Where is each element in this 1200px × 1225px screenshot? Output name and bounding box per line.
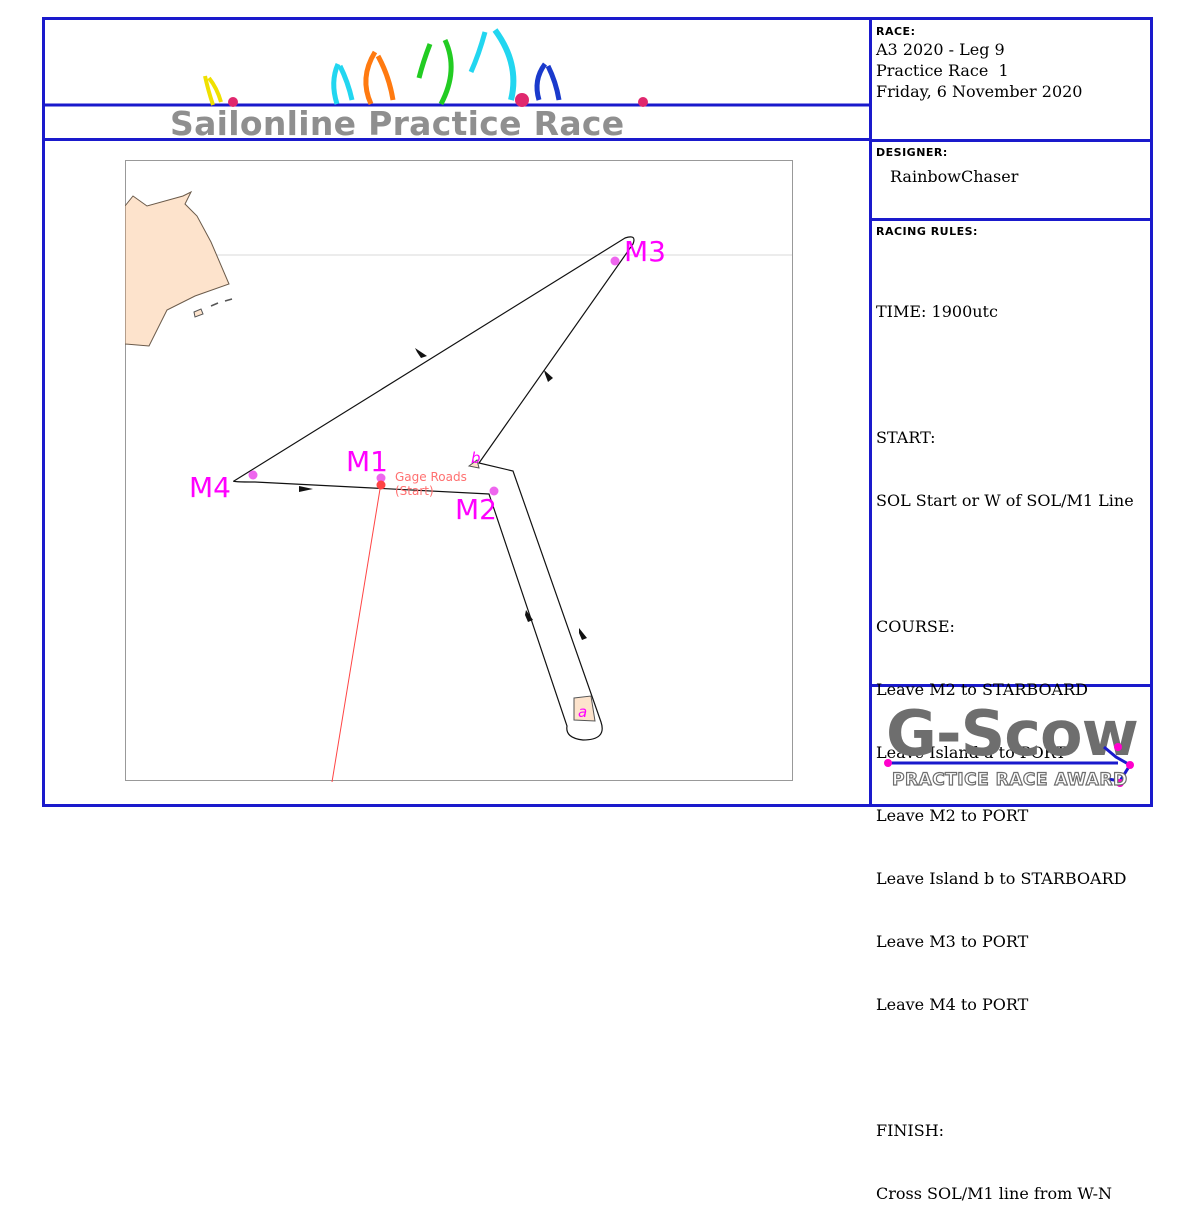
designer-panel-label: DESIGNER: — [876, 146, 948, 159]
race-date: Friday, 6 November 2020 — [876, 82, 1083, 101]
course-map: a b M3 M4 M1 M2 Gage Roads (Start) — [125, 160, 793, 782]
rules-line: Leave M2 to PORT — [876, 806, 1029, 825]
start-line — [331, 482, 382, 782]
mark-m3-label: M3 — [624, 235, 666, 268]
direction-arrow-icon — [415, 348, 427, 358]
rules-line: Leave M2 to STARBOARD — [876, 680, 1088, 699]
sail-orange-2-icon — [375, 54, 396, 101]
race-card-frame — [42, 17, 1153, 807]
rules-panel-divider — [869, 684, 1153, 687]
race-panel-divider — [869, 139, 1153, 142]
designer-panel-divider — [869, 218, 1153, 221]
mark-m3-dot[interactable] — [610, 256, 620, 266]
island-b-label: b — [471, 449, 481, 467]
banner-divider — [42, 138, 871, 141]
buoy-small-icon — [638, 97, 648, 107]
column-divider — [869, 17, 872, 807]
award-mark-3-icon — [1126, 761, 1134, 769]
island-a-label: a — [578, 703, 587, 721]
direction-arrow-2-icon — [544, 370, 553, 382]
islet-3 — [224, 298, 233, 302]
rules-line: Leave Island a to PORT — [876, 743, 1067, 762]
rules-line: SOL Start or W of SOL/M1 Line — [876, 491, 1134, 510]
award-logo: G-Scow PRACTICE RACE AWARD — [884, 697, 1139, 791]
island-a — [573, 695, 596, 722]
sailonline-logo — [45, 28, 869, 107]
sail-blue-icon — [534, 62, 548, 101]
sail-yellow-icon — [203, 75, 215, 106]
map-border — [125, 160, 793, 781]
rules-line: Leave Island b to STARBOARD — [876, 869, 1127, 888]
mark-m2-label: M2 — [455, 493, 497, 526]
sail-cyan-2-icon — [337, 64, 355, 101]
land-mass — [125, 190, 230, 347]
award-title: G-Scow — [886, 697, 1138, 770]
award-subtitle: PRACTICE RACE AWARD — [892, 770, 1128, 790]
start-point-dot[interactable] — [376, 480, 386, 490]
islet-2 — [210, 302, 219, 307]
islet — [193, 308, 204, 318]
sail-green-2-icon — [438, 38, 454, 106]
race-line-2: Practice Race 1 — [876, 61, 1009, 80]
rules-line: Leave M4 to PORT — [876, 995, 1029, 1014]
buoy-large-icon — [515, 93, 529, 107]
award-mark-4-icon — [1116, 779, 1124, 787]
rules-line: START: — [876, 428, 936, 447]
designer-name: RainbowChaser — [890, 167, 1019, 186]
rules-line — [876, 1057, 1134, 1078]
rules-line: Cross SOL/M1 line from W-N — [876, 1184, 1113, 1203]
rules-line — [876, 553, 1134, 574]
direction-arrow-5-icon — [579, 628, 587, 640]
direction-arrow-3-icon — [299, 486, 313, 492]
direction-arrow-4-icon — [525, 610, 533, 622]
sail-blue-2-icon — [545, 64, 562, 101]
mark-m4-label: M4 — [189, 471, 231, 504]
award-mark-2-icon — [1114, 743, 1122, 751]
sail-cyan-icon — [331, 62, 341, 105]
rules-line: TIME: 1900utc — [876, 302, 998, 321]
sail-yellow-2-icon — [207, 76, 223, 103]
mark-m4-dot[interactable] — [248, 470, 258, 480]
rules-line: FINISH: — [876, 1121, 945, 1140]
rules-line: Leave M3 to PORT — [876, 932, 1029, 951]
start-label-line1: Gage Roads — [395, 470, 467, 484]
rules-line: COURSE: — [876, 617, 955, 636]
rules-line — [876, 364, 1134, 385]
buoy-icon — [228, 97, 238, 107]
sail-cyan-3-icon — [468, 31, 488, 74]
island-b — [467, 459, 480, 469]
sail-green-icon — [416, 43, 433, 79]
sail-cyan-4-icon — [492, 28, 517, 101]
mark-m1-dot[interactable] — [376, 473, 386, 483]
race-panel-label: RACE: — [876, 25, 916, 38]
rules-panel-label: RACING RULES: — [876, 225, 978, 238]
mark-m2-dot[interactable] — [489, 486, 499, 496]
course-route — [233, 236, 635, 741]
sail-orange-icon — [363, 50, 378, 106]
start-label-line2: (Start) — [395, 484, 434, 498]
banner-title: Sailonline Practice Race — [170, 104, 625, 143]
race-line-1: A3 2020 - Leg 9 — [876, 40, 1005, 59]
mark-m1-label: M1 — [346, 445, 388, 478]
award-mark-icon — [884, 759, 892, 767]
